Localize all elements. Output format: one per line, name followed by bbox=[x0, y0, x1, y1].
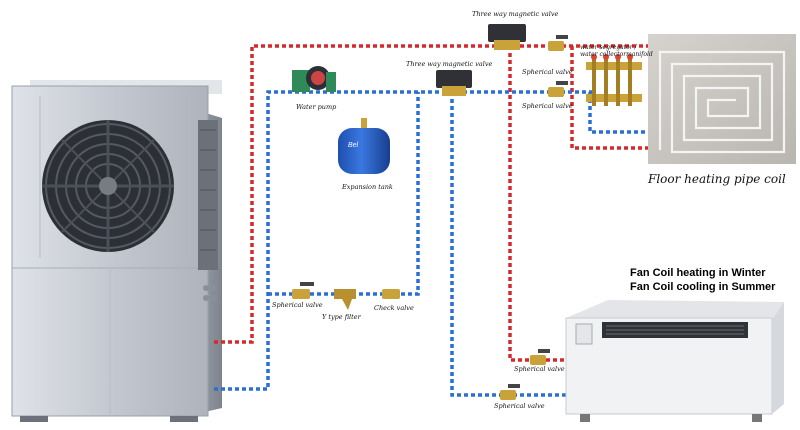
expansion-tank-icon: Bel bbox=[338, 118, 390, 174]
label-spherical-valve-fc2: Spherical valve bbox=[494, 402, 545, 410]
label-check-valve: Check valve bbox=[374, 304, 414, 312]
three-way-valve-mid-icon bbox=[436, 70, 472, 96]
label-spherical-valve-fc1: Spherical valve bbox=[514, 365, 565, 373]
floor-heating-caption: Floor heating pipe coil bbox=[648, 172, 786, 186]
fan-grille-icon bbox=[42, 120, 174, 252]
spherical-valve-left-icon bbox=[292, 282, 314, 299]
label-three-way-valve-mid: Three way magnetic valve bbox=[406, 60, 493, 68]
spherical-valve-fc2-icon bbox=[500, 384, 520, 400]
label-water-pump: Water pump bbox=[296, 103, 337, 111]
label-spherical-valve-left: Spherical valve bbox=[272, 301, 323, 309]
fan-coil-unit bbox=[565, 300, 784, 422]
label-y-filter: Y type filter bbox=[322, 313, 361, 321]
cold-water-pipes bbox=[214, 90, 648, 397]
hot-water-pipes bbox=[214, 44, 648, 362]
fan-coil-line1: Fan Coil heating in Winter bbox=[630, 267, 766, 279]
label-spherical-valve-mid: Spherical valve bbox=[522, 102, 573, 110]
spherical-valve-fc1-icon bbox=[530, 349, 550, 365]
water-pump-icon bbox=[292, 66, 336, 92]
y-filter-icon bbox=[334, 289, 356, 310]
heat-pump-unit bbox=[11, 80, 222, 422]
fan-coil-line2: Fan Coil cooling in Summer bbox=[630, 281, 776, 293]
spherical-valve-mid-icon bbox=[548, 81, 568, 97]
label-segregator: water segregator / water collectormanifo… bbox=[580, 44, 653, 58]
check-valve-icon bbox=[382, 289, 400, 299]
label-spherical-valve-top: Spherical valve bbox=[522, 68, 573, 76]
floor-heating-coil-image bbox=[648, 34, 796, 164]
label-three-way-valve-top: Three way magnetic valve bbox=[472, 10, 559, 18]
spherical-valve-top-icon bbox=[548, 35, 568, 51]
tank-brand: Bel bbox=[348, 142, 359, 149]
three-way-valve-top-icon bbox=[488, 24, 526, 50]
manifold-icon bbox=[586, 54, 642, 106]
label-expansion-tank: Expansion tank bbox=[342, 183, 393, 191]
